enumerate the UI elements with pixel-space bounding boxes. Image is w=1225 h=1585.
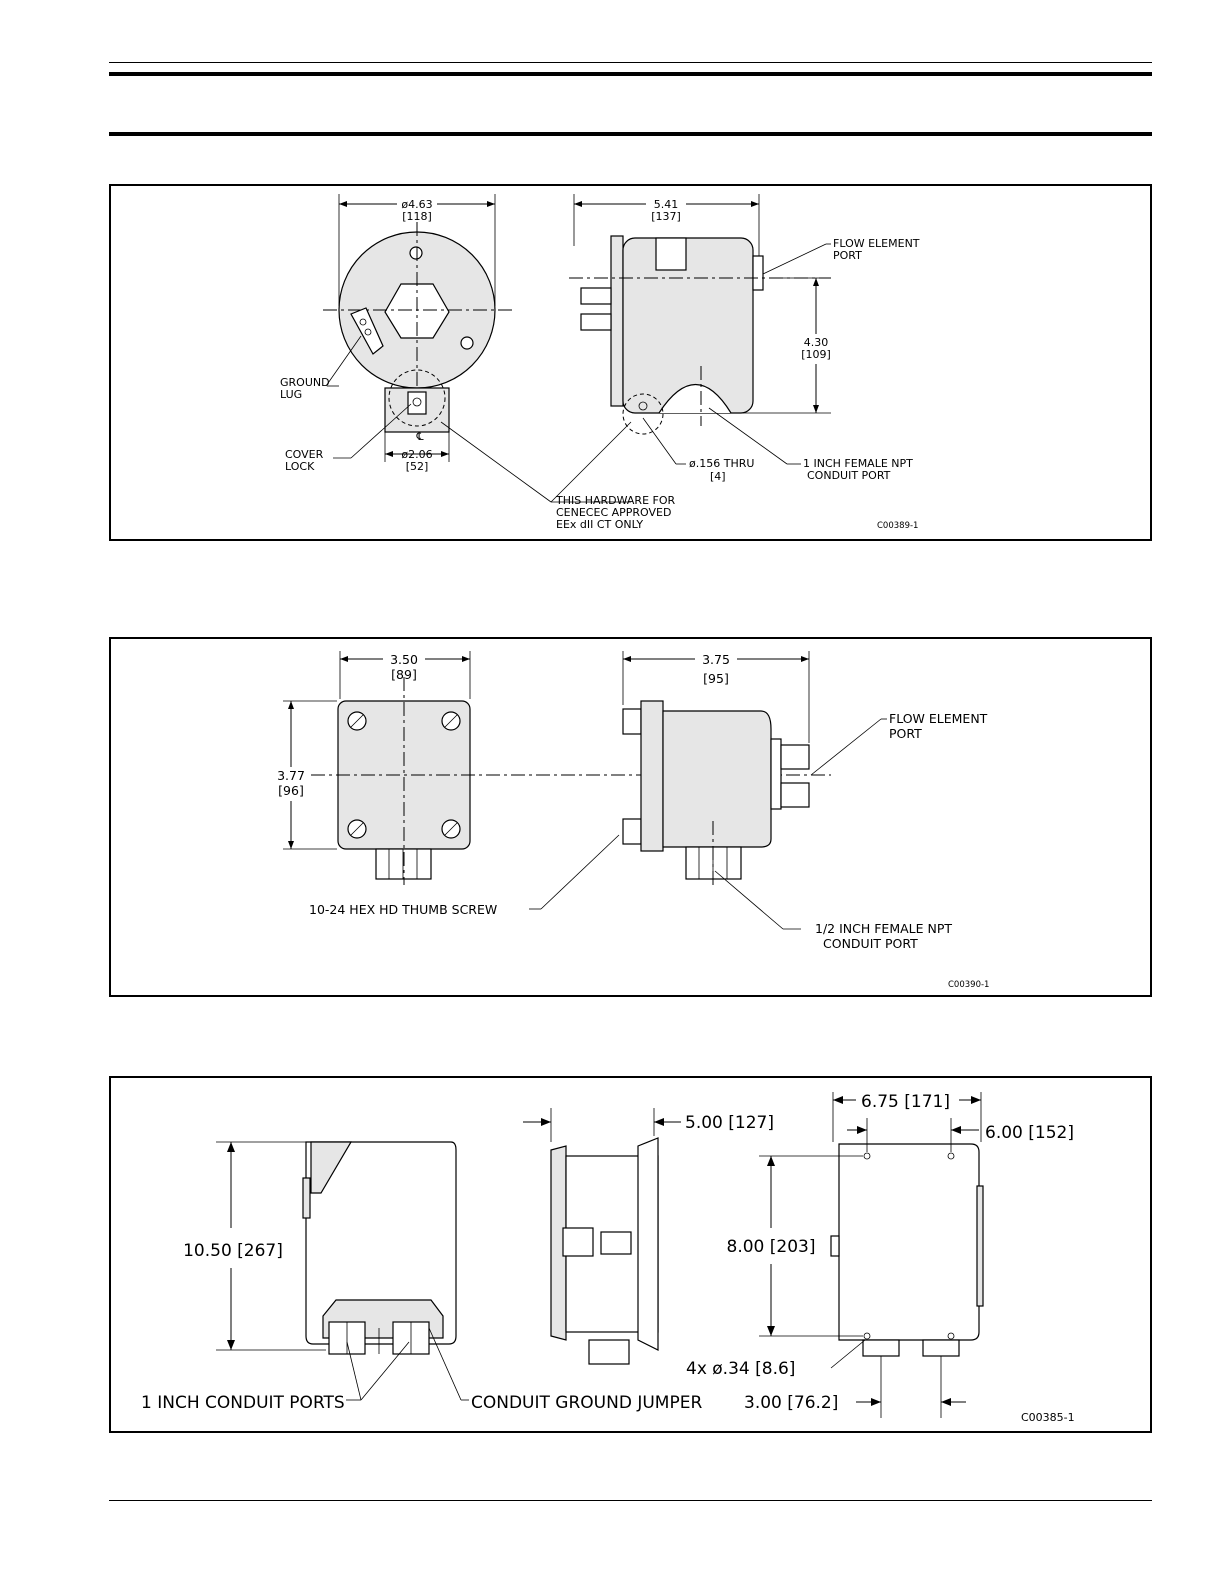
figure-3-drawing: 10.50 [267] 5.00 [127] 6.75 [171] 6.00 [… [141, 1092, 1075, 1424]
drawing-code-3: C00385-1 [1021, 1411, 1075, 1424]
figure-1-panel: ø4.63 [118] 5.41 [137] 4.30 [109] ø2.06 … [109, 184, 1152, 541]
figure-1-drawing: ø4.63 [118] 5.41 [137] 4.30 [109] ø2.06 … [280, 194, 920, 531]
enclosure-rear-view [759, 1092, 984, 1418]
header-rule-bottom [109, 132, 1152, 136]
dim-hole-mm: [4] [710, 470, 726, 483]
dim-depth-3: 5.00 [127] [685, 1113, 774, 1133]
drawing-code-2: C00390-1 [948, 980, 989, 990]
dim-height: 4.30 [804, 336, 829, 349]
side-view-2 [529, 651, 887, 930]
footer-rule [109, 1500, 1152, 1501]
dim-port-spacing: 3.00 [76.2] [744, 1393, 838, 1413]
label-ground-jumper: CONDUIT GROUND JUMPER [471, 1393, 702, 1413]
dim-height-mm: [109] [801, 348, 831, 361]
label-flow-port-2b: PORT [889, 726, 922, 741]
dim-mount-holes: 4x ø.34 [8.6] [686, 1359, 795, 1379]
figure-3-panel: 10.50 [267] 5.00 [127] 6.75 [171] 6.00 [… [109, 1076, 1152, 1433]
label-ground-lug-1: GROUND [280, 376, 330, 389]
figure-2-drawing: 3.50 [89] 3.75 [95] 3.77 [96] FLOW ELEME… [277, 651, 989, 990]
dim-diameter-mm: [118] [402, 210, 432, 223]
dim-width-2: 3.50 [390, 652, 418, 667]
label-hardware-1: THIS HARDWARE FOR [555, 494, 675, 507]
label-cover-lock-1: COVER [285, 448, 324, 461]
front-view [323, 194, 631, 503]
dim-depth-2: 3.75 [702, 652, 730, 667]
centerline-symbol: ℄ [415, 430, 423, 443]
dim-height-2-mm: [96] [278, 783, 304, 798]
label-cover-lock-2: LOCK [285, 460, 315, 473]
dim-length: 5.41 [654, 198, 679, 211]
dim-width-b: 6.00 [152] [985, 1123, 1074, 1143]
header-rule-thick [109, 72, 1152, 76]
label-conduit-1: 1 INCH FEMALE NPT [803, 457, 913, 470]
enclosure-side-view [523, 1108, 681, 1365]
side-view [550, 194, 831, 503]
label-conduit-ports: 1 INCH CONDUIT PORTS [141, 1393, 345, 1413]
dim-height-3: 10.50 [267] [183, 1241, 283, 1261]
dim-height-2: 3.77 [277, 768, 305, 783]
header-rule-thin [109, 62, 1152, 63]
label-hardware-2: CENECEC APPROVED [556, 506, 671, 519]
label-ground-lug-2: LUG [280, 388, 302, 401]
dim-base: ø2.06 [401, 448, 432, 461]
label-hardware-3: EEx dII CT ONLY [556, 518, 643, 531]
dim-width-a: 6.75 [171] [861, 1092, 950, 1112]
dim-length-mm: [137] [651, 210, 681, 223]
dim-width-2-mm: [89] [391, 667, 417, 682]
drawing-code-1: C00389-1 [877, 521, 918, 531]
dim-depth-2-mm: [95] [703, 671, 729, 686]
dim-hole: ø.156 THRU [689, 457, 754, 470]
dim-base-mm: [52] [406, 460, 429, 473]
figure-2-panel: 3.50 [89] 3.75 [95] 3.77 [96] FLOW ELEME… [109, 637, 1152, 997]
front-view-2 [283, 651, 831, 885]
label-flow-port-2a: FLOW ELEMENT [889, 711, 988, 726]
label-conduit-2a: 1/2 INCH FEMALE NPT [815, 921, 952, 936]
label-flow-port-2: PORT [833, 249, 862, 262]
label-thumb-screw: 10-24 HEX HD THUMB SCREW [309, 902, 497, 917]
label-flow-port-1: FLOW ELEMENT [833, 237, 920, 250]
dim-diameter: ø4.63 [401, 198, 432, 211]
label-conduit-2b: CONDUIT PORT [823, 936, 918, 951]
label-conduit-2: CONDUIT PORT [807, 469, 891, 482]
enclosure-front-view [216, 1141, 469, 1401]
dim-mount-height: 8.00 [203] [727, 1237, 816, 1257]
